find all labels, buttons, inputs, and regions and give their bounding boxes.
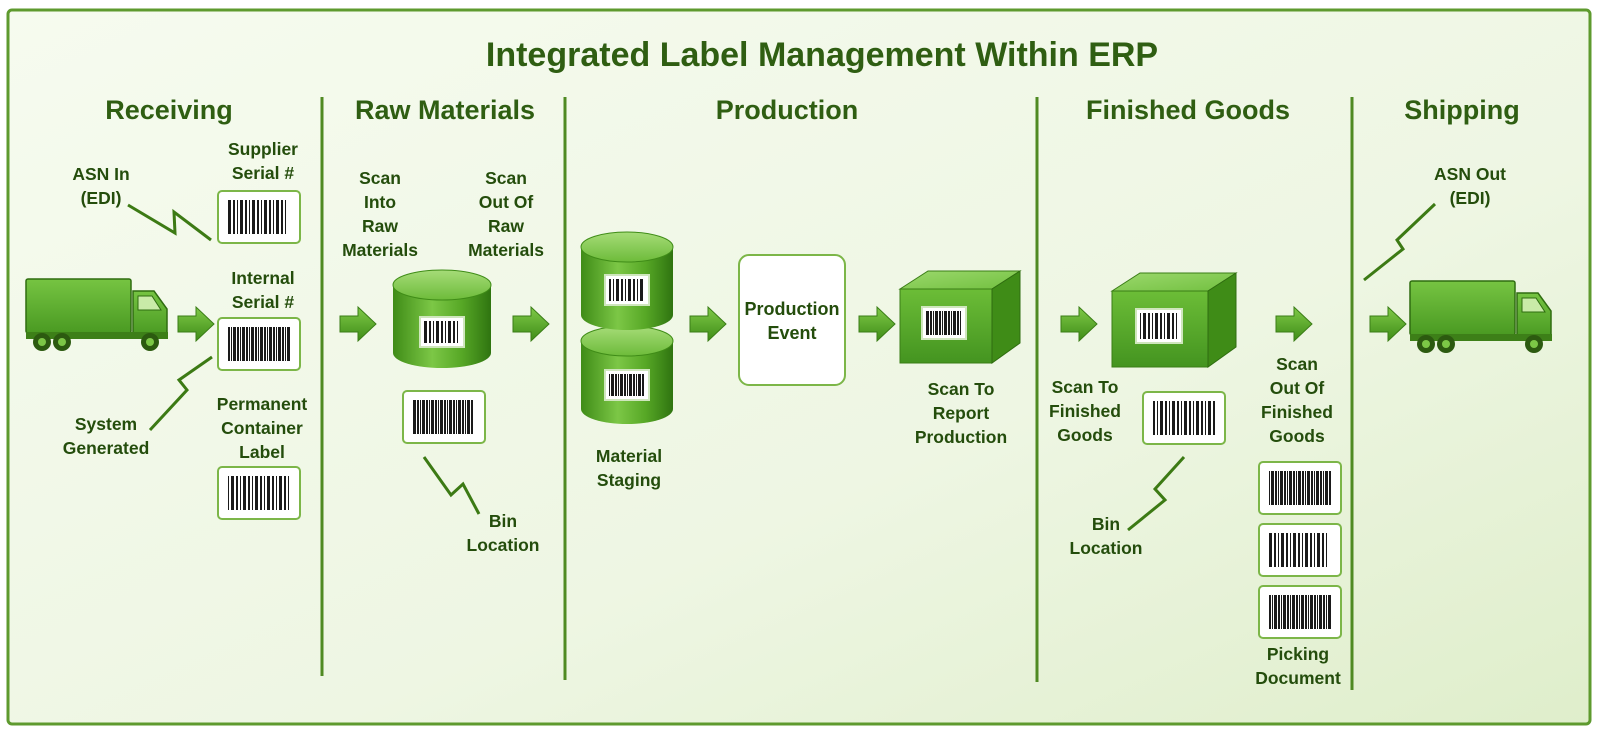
arrow-right-icon (1275, 305, 1313, 343)
cylinder-icon (392, 269, 492, 368)
barcode-label-icon (217, 466, 301, 520)
lightning-connectors (127, 202, 1437, 532)
barcode-label-icon (1258, 585, 1342, 639)
production-event-box (738, 254, 846, 386)
section-finished-goods: Finished Goods (1086, 95, 1290, 125)
arrow-right-icon (177, 305, 215, 343)
barcode-label-icon (217, 190, 301, 244)
section-raw-materials: Raw Materials (355, 95, 535, 125)
lightning-connector-icon (1363, 202, 1437, 282)
arrow-right-icon (1060, 305, 1098, 343)
barcode-label-icon (1142, 391, 1226, 445)
lightning-connector-icon (1127, 455, 1186, 532)
barcode-label-icon (217, 317, 301, 371)
truck-icon (1409, 280, 1552, 353)
section-shipping: Shipping (1404, 95, 1519, 125)
arrow-right-icon (1369, 305, 1407, 343)
box-icon (1110, 272, 1238, 368)
lightning-connector-icon (127, 203, 212, 242)
barcode-label-icon (402, 390, 486, 444)
arrow-right-icon (858, 305, 896, 343)
label-asn-in: ASN In(EDI) (72, 164, 129, 208)
barcode-label-icon (1258, 523, 1342, 577)
section-receiving: Receiving (105, 95, 233, 125)
barcode-labels (217, 190, 1342, 639)
flow-arrows (177, 305, 1407, 343)
arrow-right-icon (339, 305, 377, 343)
cylinder-icon (580, 231, 674, 330)
cylinder-icon (580, 325, 674, 424)
arrow-right-icon (689, 305, 727, 343)
box-icon (898, 270, 1022, 364)
lightning-connector-icon (148, 355, 213, 432)
diagram-title: Integrated Label Management Within ERP (486, 36, 1158, 74)
section-production: Production (716, 95, 859, 125)
truck-icon (25, 278, 168, 351)
barcode-label-icon (1258, 461, 1342, 515)
section-dividers (320, 97, 1354, 690)
lightning-connector-icon (422, 456, 481, 515)
label-asn-out: ASN Out(EDI) (1434, 164, 1506, 208)
arrow-right-icon (512, 305, 550, 343)
